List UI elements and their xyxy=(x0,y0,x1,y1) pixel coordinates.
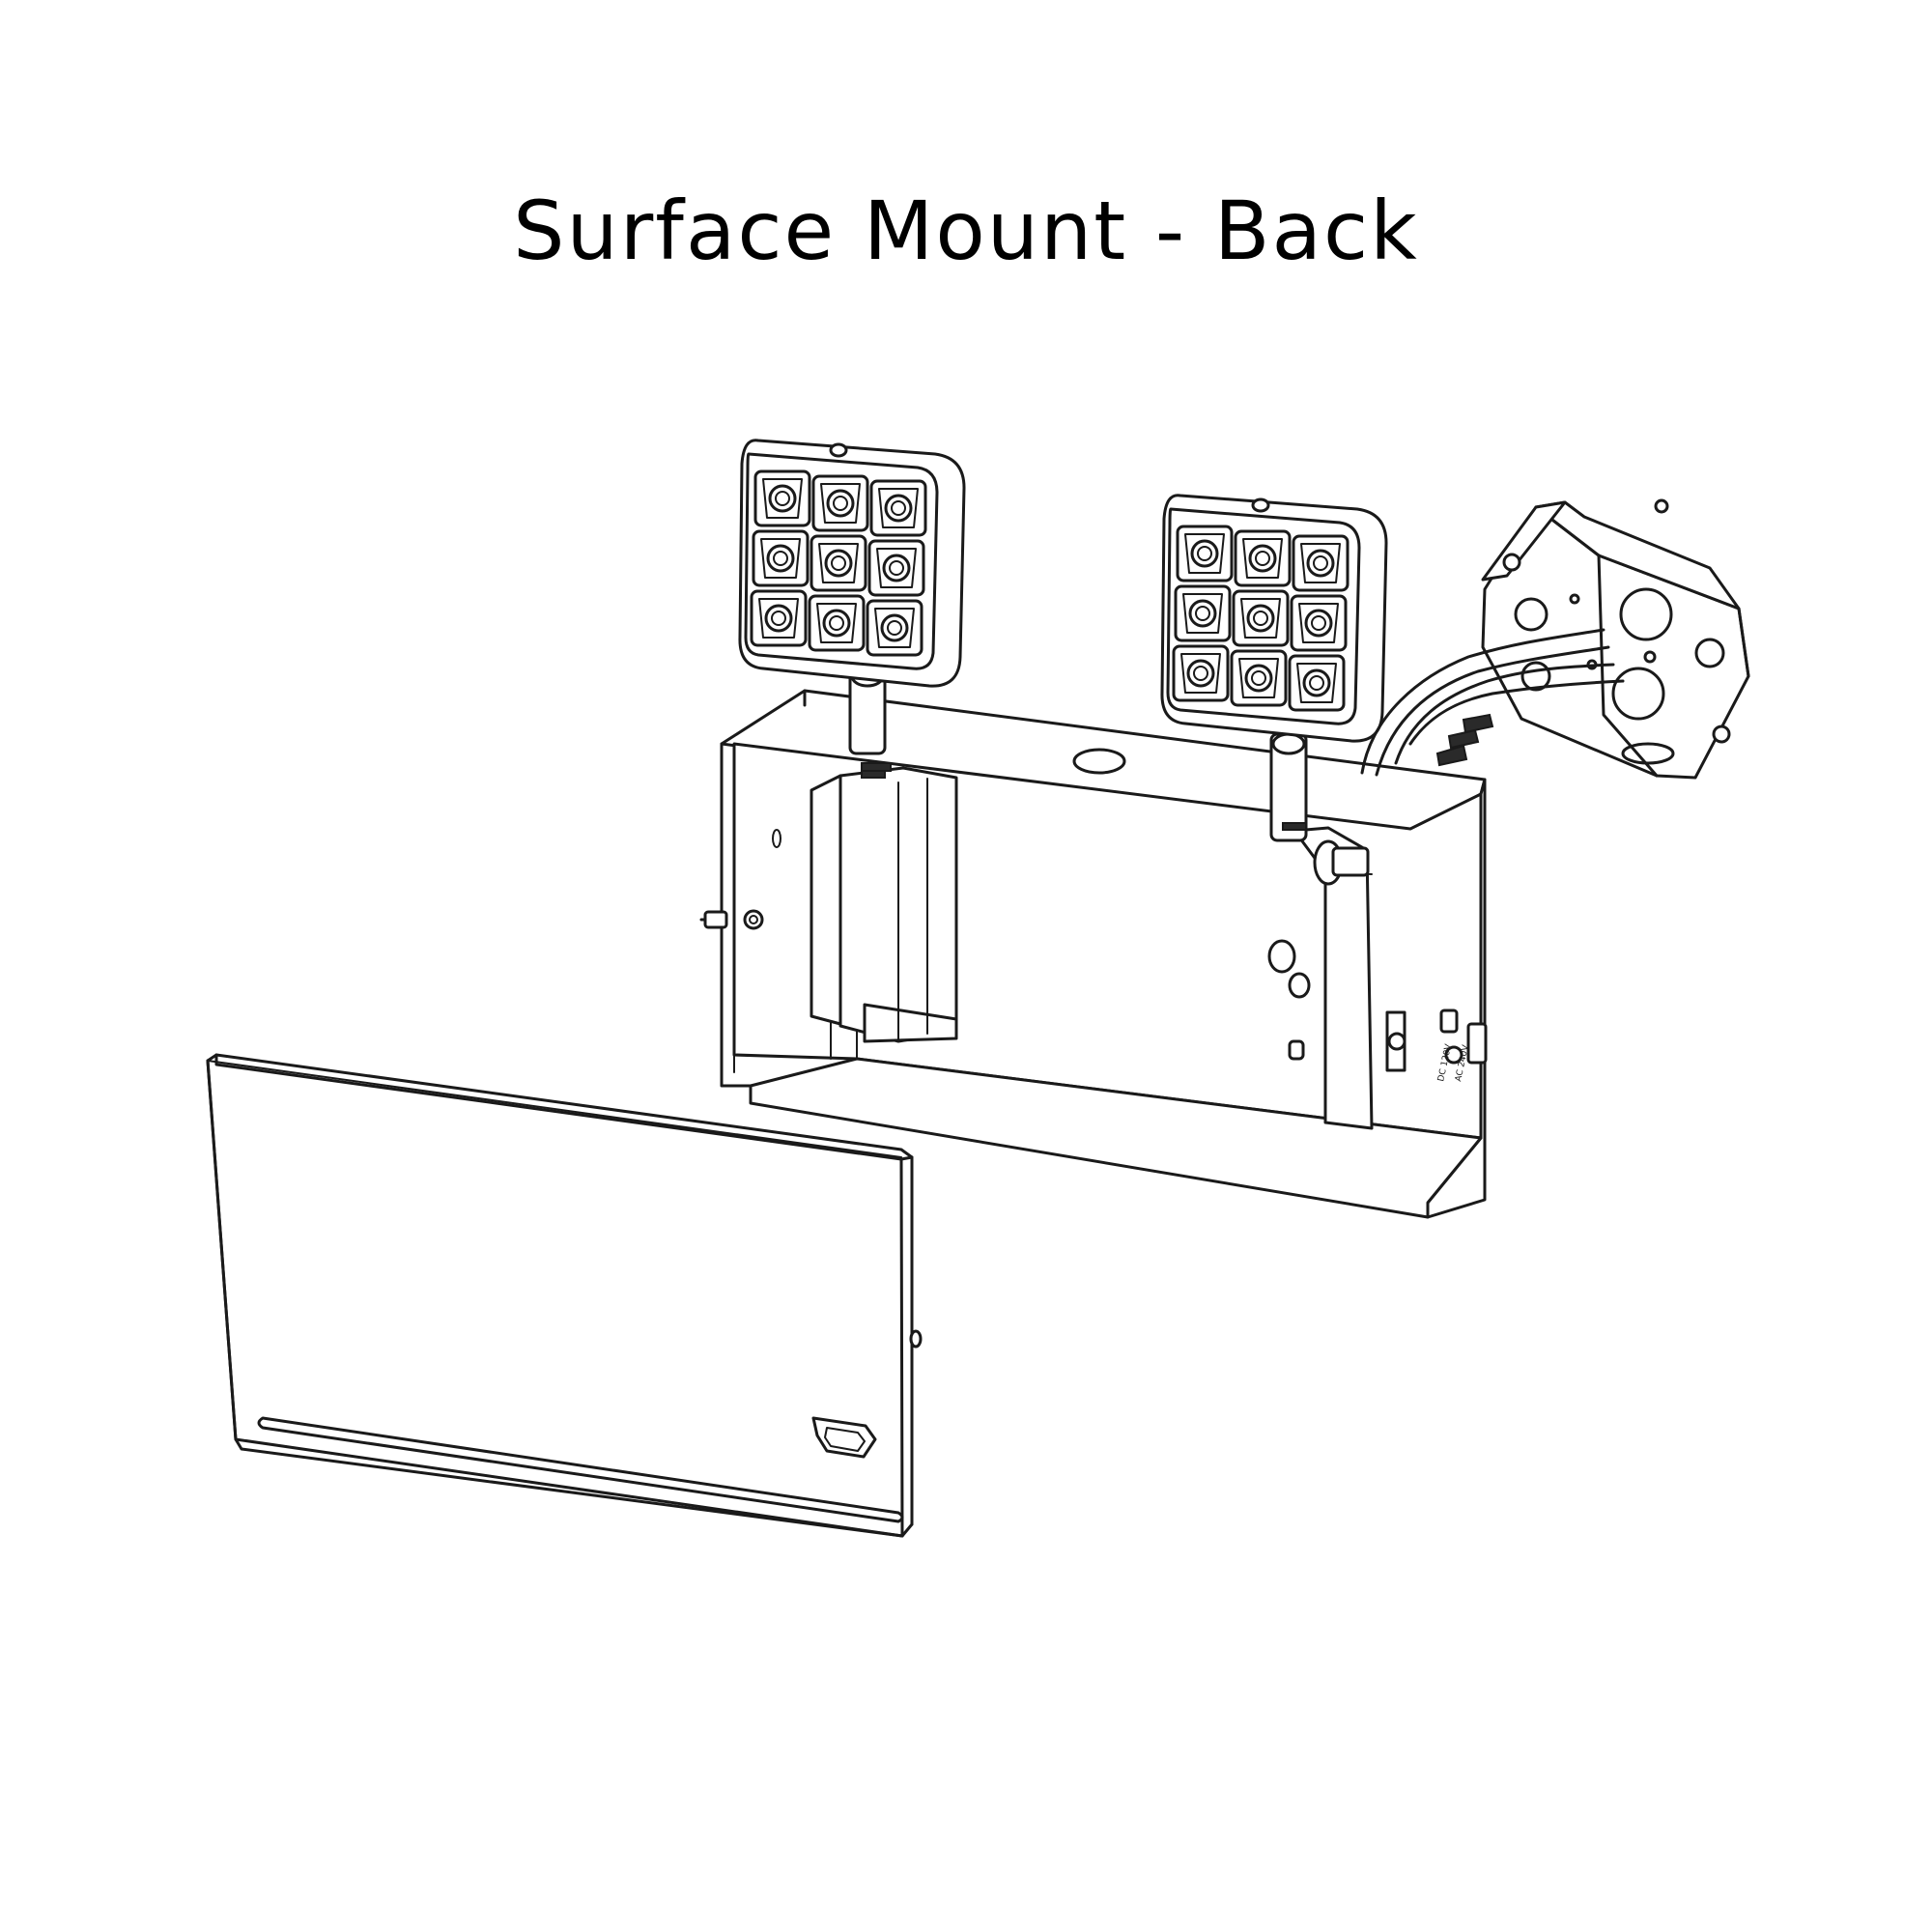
led-cell xyxy=(1174,584,1232,642)
led-cell xyxy=(1234,529,1292,587)
electronics-bracket: DC 120V AC 240V xyxy=(1267,826,1488,1130)
page-title: Surface Mount - Back xyxy=(513,184,1419,278)
side-screw xyxy=(699,829,781,930)
keystone-logo-icon xyxy=(811,1416,877,1459)
led-cell xyxy=(1172,644,1230,702)
led-cell xyxy=(1232,589,1290,647)
led-cell xyxy=(808,594,866,652)
led-cell xyxy=(810,534,867,592)
led-cell xyxy=(1292,534,1350,592)
led-cell xyxy=(811,474,869,532)
led-cell xyxy=(753,469,811,527)
led-array-left xyxy=(750,469,927,657)
led-cell xyxy=(1290,594,1348,652)
battery-pack xyxy=(810,762,958,1043)
junction-box xyxy=(1481,498,1750,780)
led-cell xyxy=(1176,525,1234,582)
led-cell xyxy=(866,599,923,657)
wire-bundle xyxy=(1360,628,1625,777)
front-cover xyxy=(206,1053,923,1538)
led-cell xyxy=(1230,649,1288,707)
led-cell xyxy=(1288,654,1346,712)
led-array-right xyxy=(1172,525,1350,712)
led-cell xyxy=(869,479,927,537)
led-cell xyxy=(752,529,810,587)
led-cell xyxy=(750,589,808,647)
led-cell xyxy=(867,539,925,597)
